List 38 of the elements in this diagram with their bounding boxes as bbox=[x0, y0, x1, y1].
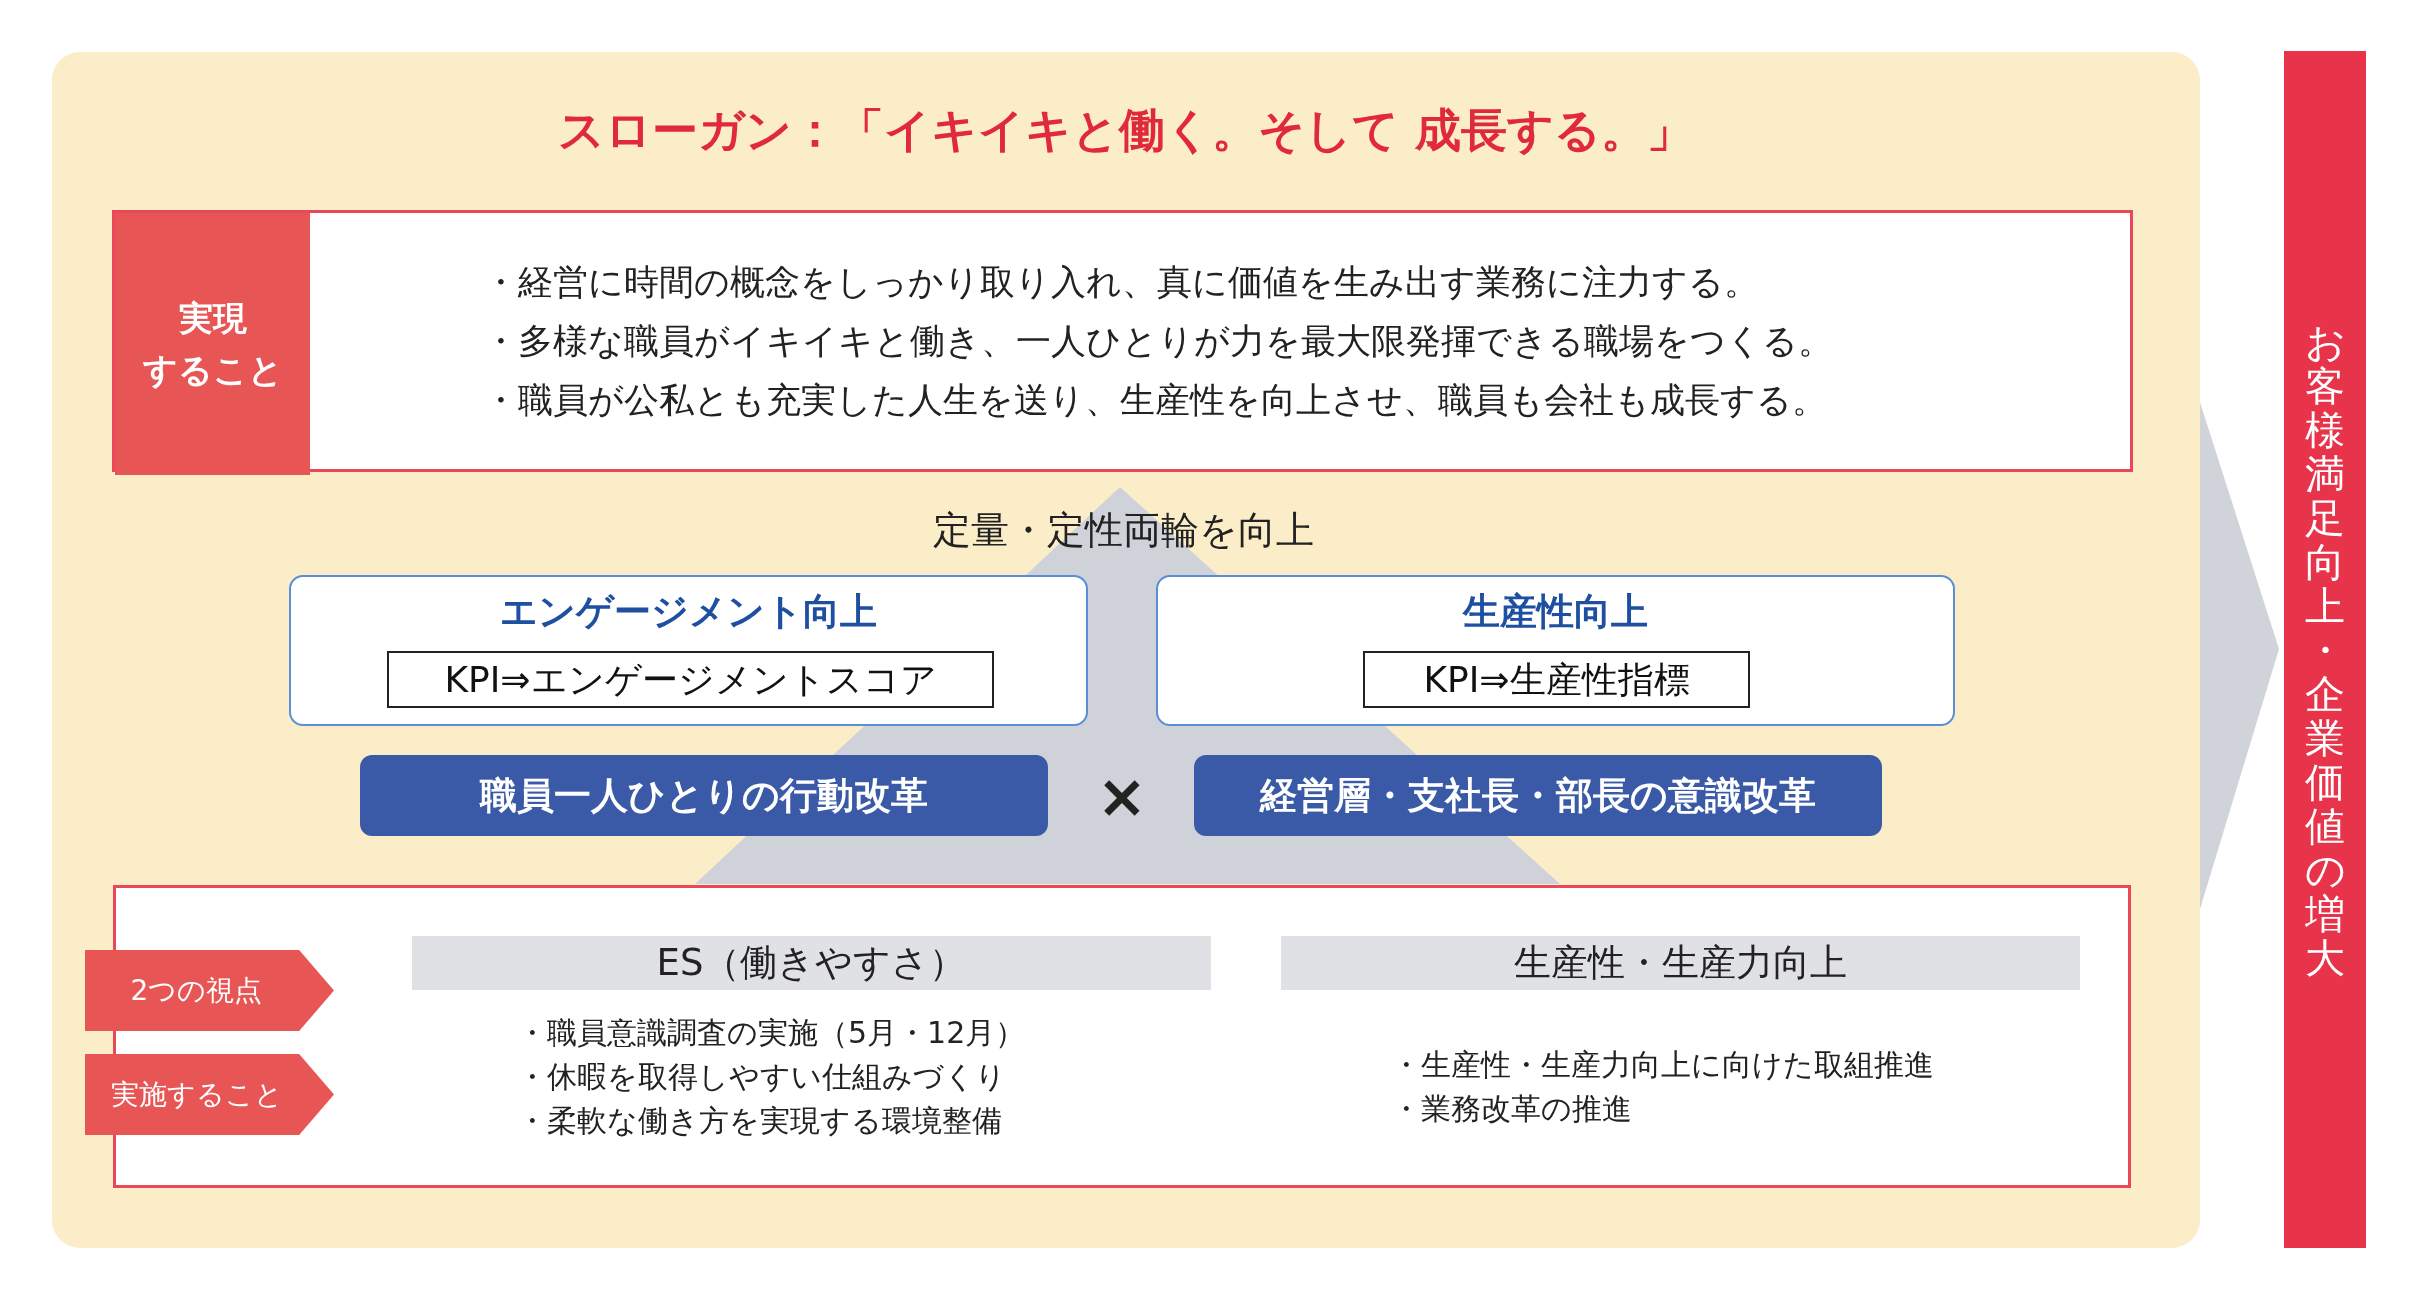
heading-text: すること bbox=[142, 349, 283, 392]
vertical-text: お客様満足向上・企業価値の増大 bbox=[2305, 319, 2345, 980]
bullet-text: ・職員意識調査の実施（5月・12月） bbox=[517, 1014, 1026, 1052]
action-frame bbox=[113, 885, 2131, 1188]
category-tag bbox=[85, 950, 334, 1031]
kpi-text: KPI⇒生産性指標 bbox=[1423, 657, 1690, 702]
card-title: エンゲージメント向上 bbox=[500, 589, 877, 635]
bullet-text: ・休暇を取得しやすい仕組みづくり bbox=[517, 1058, 1007, 1096]
pill-text: 経営層・支社長・部長の意識改革 bbox=[1260, 773, 1816, 818]
tag-text: 実施すること bbox=[110, 1076, 283, 1113]
reform-pill bbox=[1194, 755, 1882, 836]
multiply-sign: × bbox=[1096, 761, 1148, 831]
result-bar bbox=[2284, 51, 2366, 1248]
tag-text: 2つの視点 bbox=[130, 972, 263, 1009]
goal-card bbox=[1156, 575, 1955, 726]
heading-text: 実現 bbox=[178, 297, 247, 340]
heading-block bbox=[115, 213, 310, 475]
goal-card bbox=[289, 575, 1088, 726]
kpi-text: KPI⇒エンゲージメントスコア bbox=[444, 657, 937, 702]
kpi-label bbox=[1363, 651, 1750, 708]
bullet-text: ・多様な職員がイキイキと働き、一人ひとりが力を最大限発揮できる職場をつくる。 bbox=[483, 319, 1833, 363]
section-header bbox=[412, 936, 1211, 990]
bullet-text: ・職員が公私とも充実した人生を送り、生産性を向上させ、職員も会社も成長する。 bbox=[483, 378, 1828, 422]
kpi-label bbox=[387, 651, 994, 708]
bullet-text: ・柔軟な働き方を実現する環境整備 bbox=[517, 1102, 1003, 1140]
bullet-text: ・経営に時間の概念をしっかり取り入れ、真に価値を生み出す業務に注力する。 bbox=[483, 260, 1760, 304]
header-text: ES（働きやすさ） bbox=[656, 940, 967, 986]
card-title: 生産性向上 bbox=[1463, 589, 1648, 635]
bullet-text: ・生産性・生産力向上に向けた取組推進 bbox=[1391, 1046, 1934, 1084]
section-header bbox=[1281, 936, 2080, 990]
category-tag bbox=[85, 1054, 334, 1135]
center-label: 定量・定性両輪を向上 bbox=[932, 507, 1314, 552]
reform-pill bbox=[360, 755, 1048, 836]
header-text: 生産性・生産力向上 bbox=[1514, 940, 1847, 986]
goal-box bbox=[112, 210, 2133, 472]
bullet-text: ・業務改革の推進 bbox=[1391, 1090, 1633, 1128]
pill-text: 職員一人ひとりの行動改革 bbox=[480, 773, 928, 818]
slogan-title: スローガン：「イキイキと働く。そして 成長する。」 bbox=[558, 102, 1694, 159]
